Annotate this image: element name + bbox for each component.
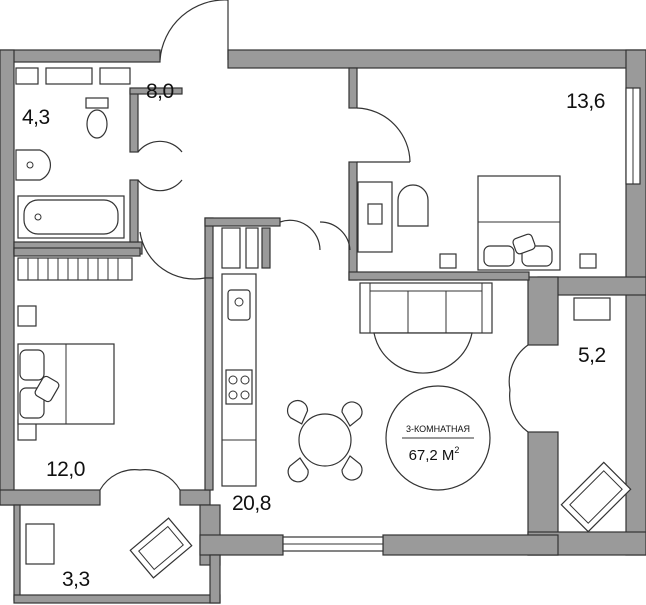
left-bedroom-furniture: [17, 257, 133, 441]
windows-top-left: [15, 67, 131, 85]
room-area-living-kitchen: 20,8: [232, 492, 271, 515]
wardrobe-lines: [27, 258, 119, 280]
bedroom-1-furniture: [357, 175, 597, 271]
badge-area: 67,2 М2: [409, 445, 460, 464]
window-living: [282, 536, 384, 552]
living-furniture: [286, 282, 493, 483]
balcony-furniture: [25, 517, 193, 579]
storage-furniture: [560, 297, 632, 533]
room-area-bathroom: 4,3: [22, 106, 50, 129]
room-area-storage: 5,2: [578, 344, 606, 367]
room-area-hallway: 8,0: [146, 80, 174, 103]
room-area-balcony: 3,3: [62, 568, 90, 591]
doors: [99, 0, 529, 491]
room-area-bedroom-2: 12,0: [46, 458, 85, 481]
badge-type: 3-КОМНАТНАЯ: [406, 424, 470, 434]
inner-walls: [13, 67, 530, 491]
area-badge: 3-КОМНАТНАЯ 67,2 М2: [385, 385, 491, 491]
kitchen-furniture: [221, 273, 257, 487]
bathroom-fixtures: [15, 97, 125, 239]
window-bedroom-1: [625, 87, 641, 185]
room-area-bedroom-1: 13,6: [566, 90, 605, 113]
